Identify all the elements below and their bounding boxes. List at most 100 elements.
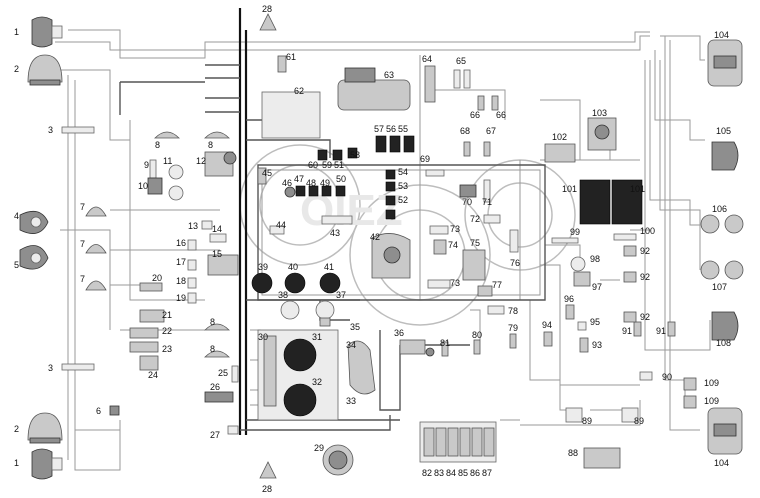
device-26 bbox=[204, 391, 234, 403]
label-84: 84 bbox=[446, 468, 456, 478]
device-1-bottom bbox=[31, 448, 63, 480]
label-67: 67 bbox=[486, 126, 496, 136]
device-73a bbox=[429, 225, 449, 235]
label-91: 91 bbox=[656, 326, 666, 336]
labels: 1 1 2 2 3 3 4 5 6 7 7 7 8 8 8 8 9 10 11 … bbox=[14, 4, 731, 494]
label-25: 25 bbox=[218, 368, 228, 378]
device-102 bbox=[544, 143, 576, 163]
device-90 bbox=[639, 371, 653, 381]
label-100: 100 bbox=[640, 226, 655, 236]
device-28-top bbox=[259, 13, 277, 31]
label-103: 103 bbox=[592, 108, 607, 118]
label-62: 62 bbox=[294, 86, 304, 96]
gauges-39-41 bbox=[251, 272, 341, 327]
label-13: 13 bbox=[188, 221, 198, 231]
device-72 bbox=[483, 214, 501, 224]
label-78: 78 bbox=[508, 306, 518, 316]
label-27: 27 bbox=[210, 430, 220, 440]
label-73: 73 bbox=[450, 278, 460, 288]
label-56: 56 bbox=[386, 124, 396, 134]
device-105 bbox=[711, 141, 739, 171]
label-75: 75 bbox=[470, 238, 480, 248]
label-71: 71 bbox=[482, 197, 492, 207]
label-5: 5 bbox=[14, 260, 19, 270]
headlamp-bottom bbox=[27, 412, 63, 444]
label-108: 108 bbox=[716, 338, 731, 348]
device-46 bbox=[284, 186, 296, 198]
label-35: 35 bbox=[350, 322, 360, 332]
device-100 bbox=[613, 233, 637, 241]
device-14 bbox=[209, 233, 227, 243]
label-109: 109 bbox=[704, 378, 719, 388]
device-43 bbox=[321, 215, 353, 225]
label-29: 29 bbox=[314, 443, 324, 453]
label-93: 93 bbox=[592, 340, 602, 350]
label-89: 89 bbox=[634, 416, 644, 426]
label-8: 8 bbox=[210, 317, 215, 327]
label-64: 64 bbox=[422, 54, 432, 64]
device-44 bbox=[269, 225, 285, 235]
device-21 bbox=[139, 309, 165, 323]
lamp-7b bbox=[85, 244, 107, 254]
label-8: 8 bbox=[155, 140, 160, 150]
device-45 bbox=[257, 167, 267, 185]
label-1: 1 bbox=[14, 458, 19, 468]
device-91b bbox=[667, 321, 676, 337]
label-26: 26 bbox=[210, 382, 220, 392]
label-47: 47 bbox=[294, 174, 304, 184]
label-106: 106 bbox=[712, 204, 727, 214]
device-27 bbox=[227, 425, 239, 435]
device-92b bbox=[623, 271, 637, 283]
label-22: 22 bbox=[162, 326, 172, 336]
label-63: 63 bbox=[384, 70, 394, 80]
label-36: 36 bbox=[394, 328, 404, 338]
label-3: 3 bbox=[48, 363, 53, 373]
device-96 bbox=[565, 304, 575, 320]
device-6 bbox=[109, 405, 120, 416]
label-107: 107 bbox=[712, 282, 727, 292]
device-89b bbox=[621, 407, 639, 423]
label-85: 85 bbox=[458, 468, 468, 478]
label-89: 89 bbox=[582, 416, 592, 426]
label-104: 104 bbox=[714, 30, 729, 40]
label-28: 28 bbox=[262, 484, 272, 494]
device-77 bbox=[477, 285, 493, 297]
lamp-104-bottom bbox=[707, 407, 743, 455]
label-43: 43 bbox=[330, 228, 340, 238]
device-16 bbox=[187, 239, 197, 251]
label-49: 49 bbox=[320, 178, 330, 188]
label-44: 44 bbox=[276, 220, 286, 230]
label-10: 10 bbox=[138, 181, 148, 191]
device-34 bbox=[347, 340, 376, 395]
device-68 bbox=[463, 141, 471, 157]
label-92: 92 bbox=[640, 312, 650, 322]
label-46: 46 bbox=[282, 178, 292, 188]
label-65: 65 bbox=[456, 56, 466, 66]
device-66a bbox=[477, 95, 485, 111]
label-2: 2 bbox=[14, 64, 19, 74]
device-92a bbox=[623, 245, 637, 257]
signal-5 bbox=[19, 245, 49, 270]
label-86: 86 bbox=[470, 468, 480, 478]
device-42 bbox=[371, 233, 411, 279]
device-69 bbox=[425, 169, 445, 177]
label-94: 94 bbox=[542, 320, 552, 330]
device-20 bbox=[139, 282, 163, 292]
label-87: 87 bbox=[482, 468, 492, 478]
device-92c bbox=[623, 311, 637, 323]
device-28-bottom bbox=[259, 461, 277, 479]
lamp-8b bbox=[204, 131, 230, 139]
device-61 bbox=[277, 55, 287, 73]
connector-3-bottom bbox=[61, 363, 95, 371]
gauge-11a bbox=[168, 164, 184, 180]
device-99 bbox=[551, 237, 579, 244]
label-37: 37 bbox=[336, 290, 346, 300]
label-31: 31 bbox=[312, 332, 322, 342]
label-57: 57 bbox=[374, 124, 384, 134]
device-109a bbox=[683, 377, 697, 391]
device-64 bbox=[424, 65, 436, 103]
starter-63 bbox=[337, 67, 411, 111]
label-88: 88 bbox=[568, 448, 578, 458]
device-80 bbox=[473, 339, 481, 355]
label-15: 15 bbox=[212, 249, 222, 259]
